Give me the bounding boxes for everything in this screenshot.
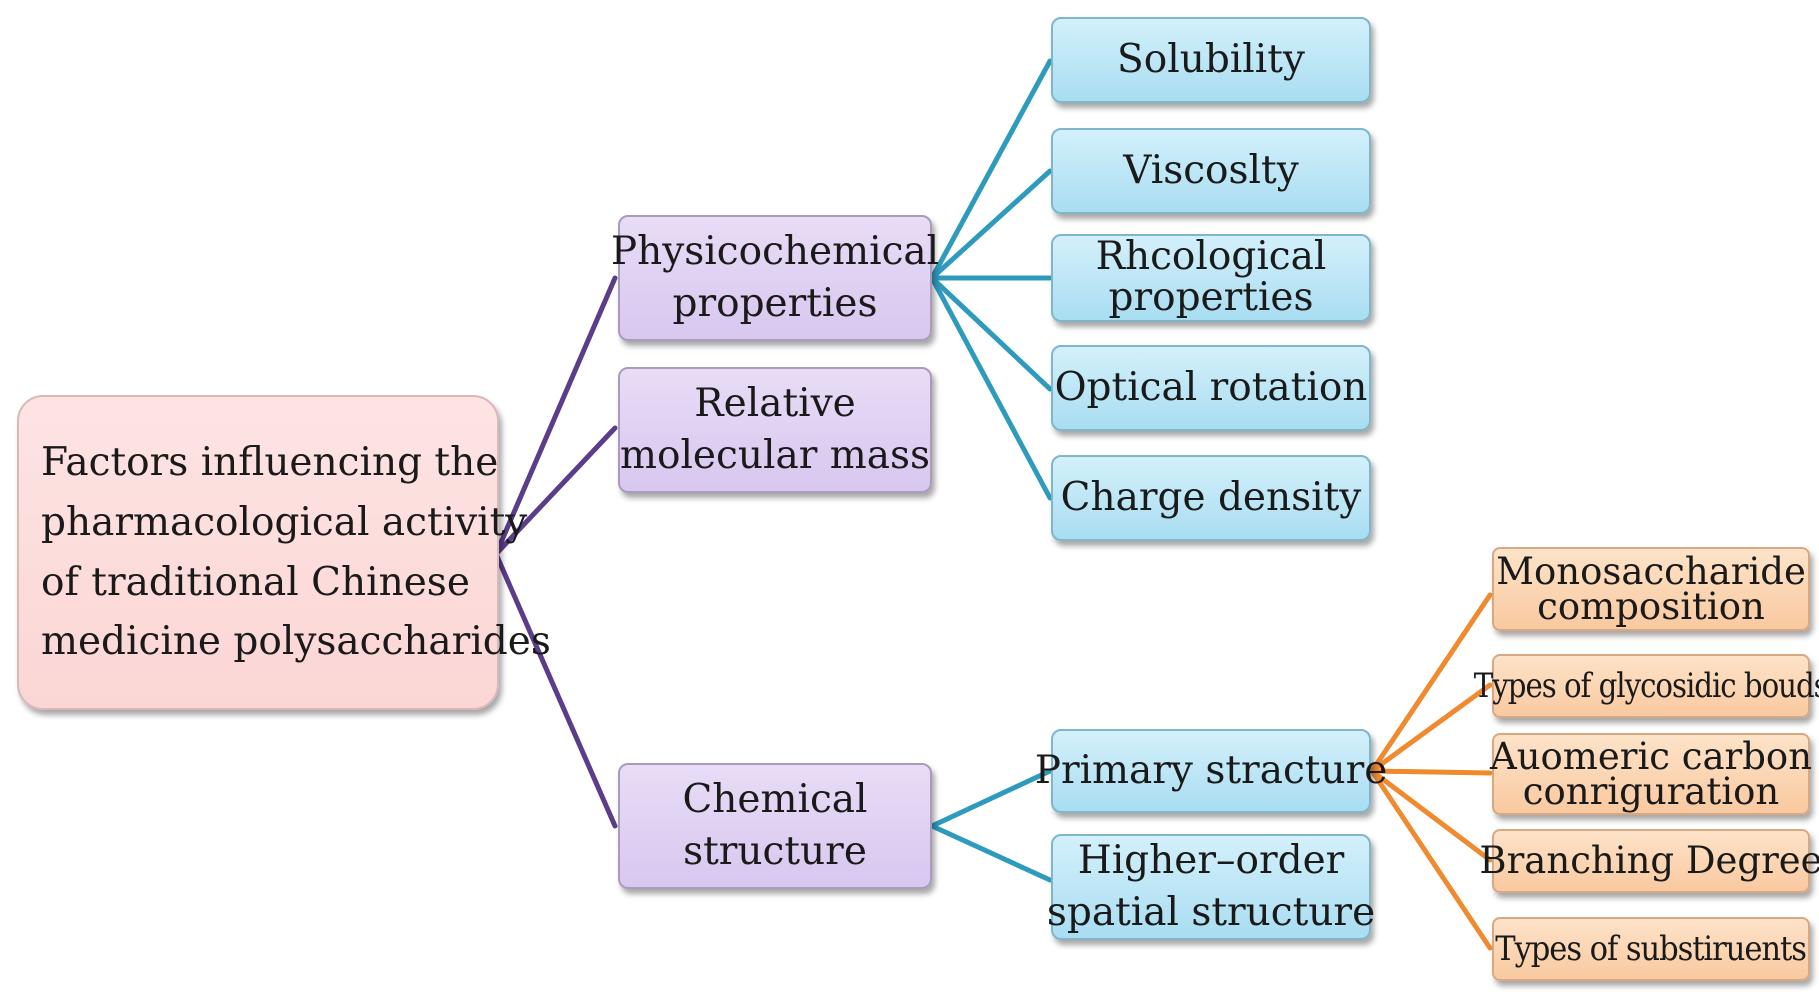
connector-root-chemical: [493, 551, 618, 829]
glycosidic-label: Types of glycosidic bouds: [1474, 665, 1819, 706]
rheological-line-1: Rhcological: [1095, 234, 1327, 280]
connector-root-molecular-mass: [493, 425, 618, 557]
root-line-1: Factors influencing the: [41, 440, 499, 486]
connector-chemical-primary: [929, 768, 1053, 829]
molecular-mass-line-2: molecular mass: [620, 433, 931, 478]
connector-physicochemical-viscosity: [929, 168, 1053, 281]
viscosity-label: Viscoslty: [1123, 147, 1299, 193]
branching-degree-node: Branching Degree: [1479, 829, 1819, 893]
connector-physicochemical-optical: [929, 275, 1053, 392]
charge-density-label: Charge density: [1060, 474, 1362, 520]
connector-physicochemical-solubility: [929, 58, 1053, 281]
primary-structure-node: Primary stracture: [1035, 729, 1387, 813]
molecular-mass-node: Relative molecular mass: [618, 367, 932, 493]
viscosity-node: Viscoslty: [1051, 128, 1371, 214]
branching-label: Branching Degree: [1479, 839, 1819, 883]
monosaccharide-line-1: Monosaccharide: [1496, 549, 1806, 593]
solubility-label: Solubility: [1117, 36, 1305, 82]
connector-chemical-higher-order: [929, 823, 1053, 883]
substituents-label: Types of substiruents: [1495, 928, 1808, 969]
chemical-structure-node: Chemical structure: [618, 763, 932, 889]
solubility-node: Solubility: [1051, 17, 1371, 103]
connector-primary-monosaccharide: [1369, 592, 1493, 774]
connector-physicochemical-charge: [929, 275, 1053, 501]
connector-root-physicochemical: [493, 275, 618, 557]
anomeric-line-2: conriguration: [1522, 770, 1780, 813]
anomeric-carbon-node: Auomeric carbon conriguration: [1489, 733, 1813, 815]
chemical-line-1: Chemical: [682, 777, 868, 823]
glycosidic-bonds-node: Types of glycosidic bouds: [1474, 654, 1819, 718]
root-line-3: of traditional Chinese: [41, 559, 470, 605]
higher-order-structure-node: Higher–order spatial structure: [1047, 834, 1375, 940]
rheological-line-2: properties: [1108, 275, 1314, 320]
root-line-4: medicine polysaccharides: [41, 619, 551, 665]
substituents-node: Types of substiruents: [1492, 917, 1810, 981]
connector-primary-branching: [1369, 768, 1493, 863]
rheological-properties-node: Rhcological properties: [1051, 234, 1371, 322]
root-node: Factors influencing the pharmacological …: [17, 395, 551, 710]
charge-density-node: Charge density: [1051, 455, 1371, 541]
higher-order-line-2: spatial structure: [1046, 890, 1376, 935]
anomeric-line-1: Auomeric carbon: [1489, 734, 1813, 778]
connector-primary-substituents: [1369, 768, 1493, 951]
root-line-2: pharmacological activity: [41, 499, 528, 545]
molecular-mass-line-1: Relative: [694, 381, 856, 427]
optical-rotation-label: Optical rotation: [1054, 364, 1368, 410]
primary-structure-label: Primary stracture: [1034, 747, 1388, 793]
monosaccharide-line-2: composition: [1537, 585, 1765, 628]
monosaccharide-composition-node: Monosaccharide composition: [1492, 547, 1810, 631]
physicochemical-line-1: Physicochemical: [610, 229, 940, 275]
optical-rotation-node: Optical rotation: [1051, 345, 1371, 431]
physicochemical-properties-node: Physicochemical properties: [611, 215, 939, 341]
chemical-line-2: structure: [683, 829, 867, 874]
higher-order-line-1: Higher–order: [1077, 838, 1345, 884]
connector-primary-anomeric: [1369, 768, 1493, 776]
connector-primary-glycosidic: [1369, 682, 1493, 774]
physicochemical-line-2: properties: [672, 281, 878, 326]
